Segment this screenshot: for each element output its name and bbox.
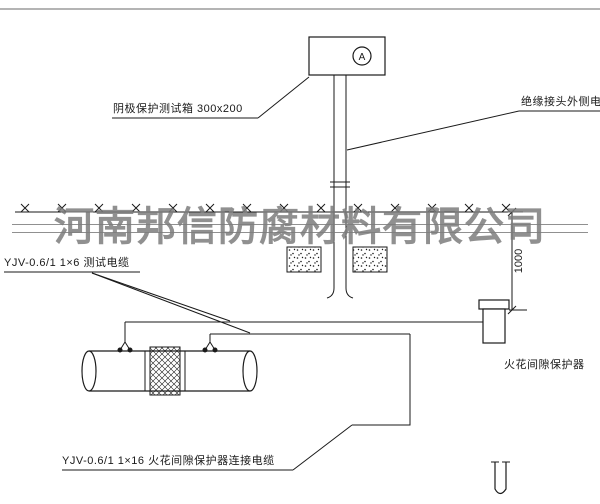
grass-marks bbox=[20, 203, 511, 213]
connection-cable-label: YJV-0.6/1 1×16 火花间隙保护器连接电缆 bbox=[62, 455, 275, 467]
spark-gap-device bbox=[478, 299, 510, 344]
outer-cable-label: 绝缘接头外侧电缆 bbox=[521, 96, 600, 108]
insulating-joint bbox=[149, 346, 181, 396]
spark-gap-label: 火花间隙保护器 bbox=[504, 359, 585, 371]
ammeter-letter: A bbox=[359, 52, 366, 63]
cable-lines bbox=[117, 321, 483, 426]
dimension-1000-lines bbox=[507, 207, 527, 315]
ground-electrode-symbol bbox=[491, 461, 510, 495]
dimension-1000-text: 1000 bbox=[513, 248, 525, 274]
concrete-blocks bbox=[286, 246, 388, 273]
test-cable-label: YJV-0.6/1 1×6 测试电缆 bbox=[4, 257, 130, 269]
conduit bbox=[326, 75, 354, 299]
leader-lines bbox=[4, 76, 600, 471]
test-box-label: 阴极保护测试箱 300x200 bbox=[113, 103, 243, 115]
test-box-symbol: A bbox=[308, 36, 386, 76]
